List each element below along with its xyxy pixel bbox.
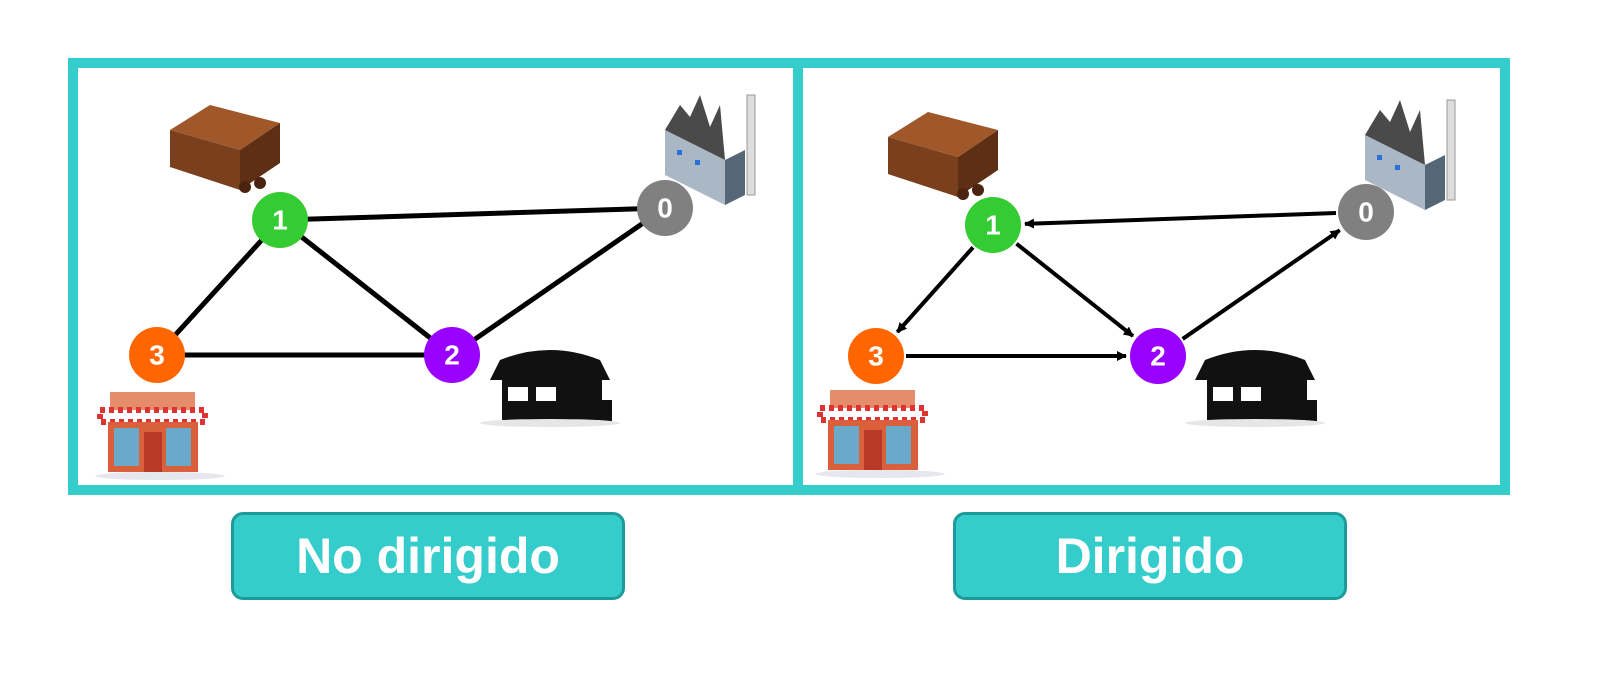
undirected-label: No dirigido (231, 512, 625, 600)
node-circle (1130, 328, 1186, 384)
node-circle (637, 180, 693, 236)
edge-1-2 (1015, 242, 1135, 338)
node-circle (252, 192, 308, 248)
edge-1-3 (895, 246, 975, 334)
node-label: 2 (1150, 341, 1166, 372)
node-label: 1 (272, 205, 288, 236)
warehouse-icon (888, 112, 998, 200)
node-circle (965, 197, 1021, 253)
undirected-graph: 0 1 2 3 (95, 94, 756, 480)
warehouse-icon (170, 105, 280, 193)
restaurant-icon (1185, 350, 1325, 427)
node-0: 0 (1338, 184, 1394, 240)
edge-1-2 (278, 218, 454, 357)
node-2: 2 (1130, 328, 1186, 384)
edge-0-1 (1023, 211, 1337, 229)
directed-label: Dirigido (953, 512, 1347, 600)
node-circle (424, 327, 480, 383)
edge-1-0 (279, 205, 666, 223)
node-label: 0 (657, 193, 673, 224)
node-label: 3 (868, 341, 884, 372)
restaurant-icon (480, 350, 620, 427)
node-1: 1 (252, 192, 308, 248)
node-label: 2 (444, 340, 460, 371)
edge-2-0 (1181, 228, 1341, 341)
edge-1-3 (155, 218, 282, 357)
edge-2-0 (450, 205, 667, 358)
node-label: 0 (1358, 197, 1374, 228)
node-label: 1 (985, 210, 1001, 241)
node-label: 3 (149, 340, 165, 371)
node-circle (1338, 184, 1394, 240)
node-1: 1 (965, 197, 1021, 253)
node-circle (848, 328, 904, 384)
node-3: 3 (129, 327, 185, 383)
node-2: 2 (424, 327, 480, 383)
node-circle (129, 327, 185, 383)
bakery-icon (815, 390, 945, 478)
directed-graph: 0 1 2 3 (815, 99, 1456, 478)
node-0: 0 (637, 180, 693, 236)
bakery-icon (95, 392, 225, 480)
node-3: 3 (848, 328, 904, 384)
